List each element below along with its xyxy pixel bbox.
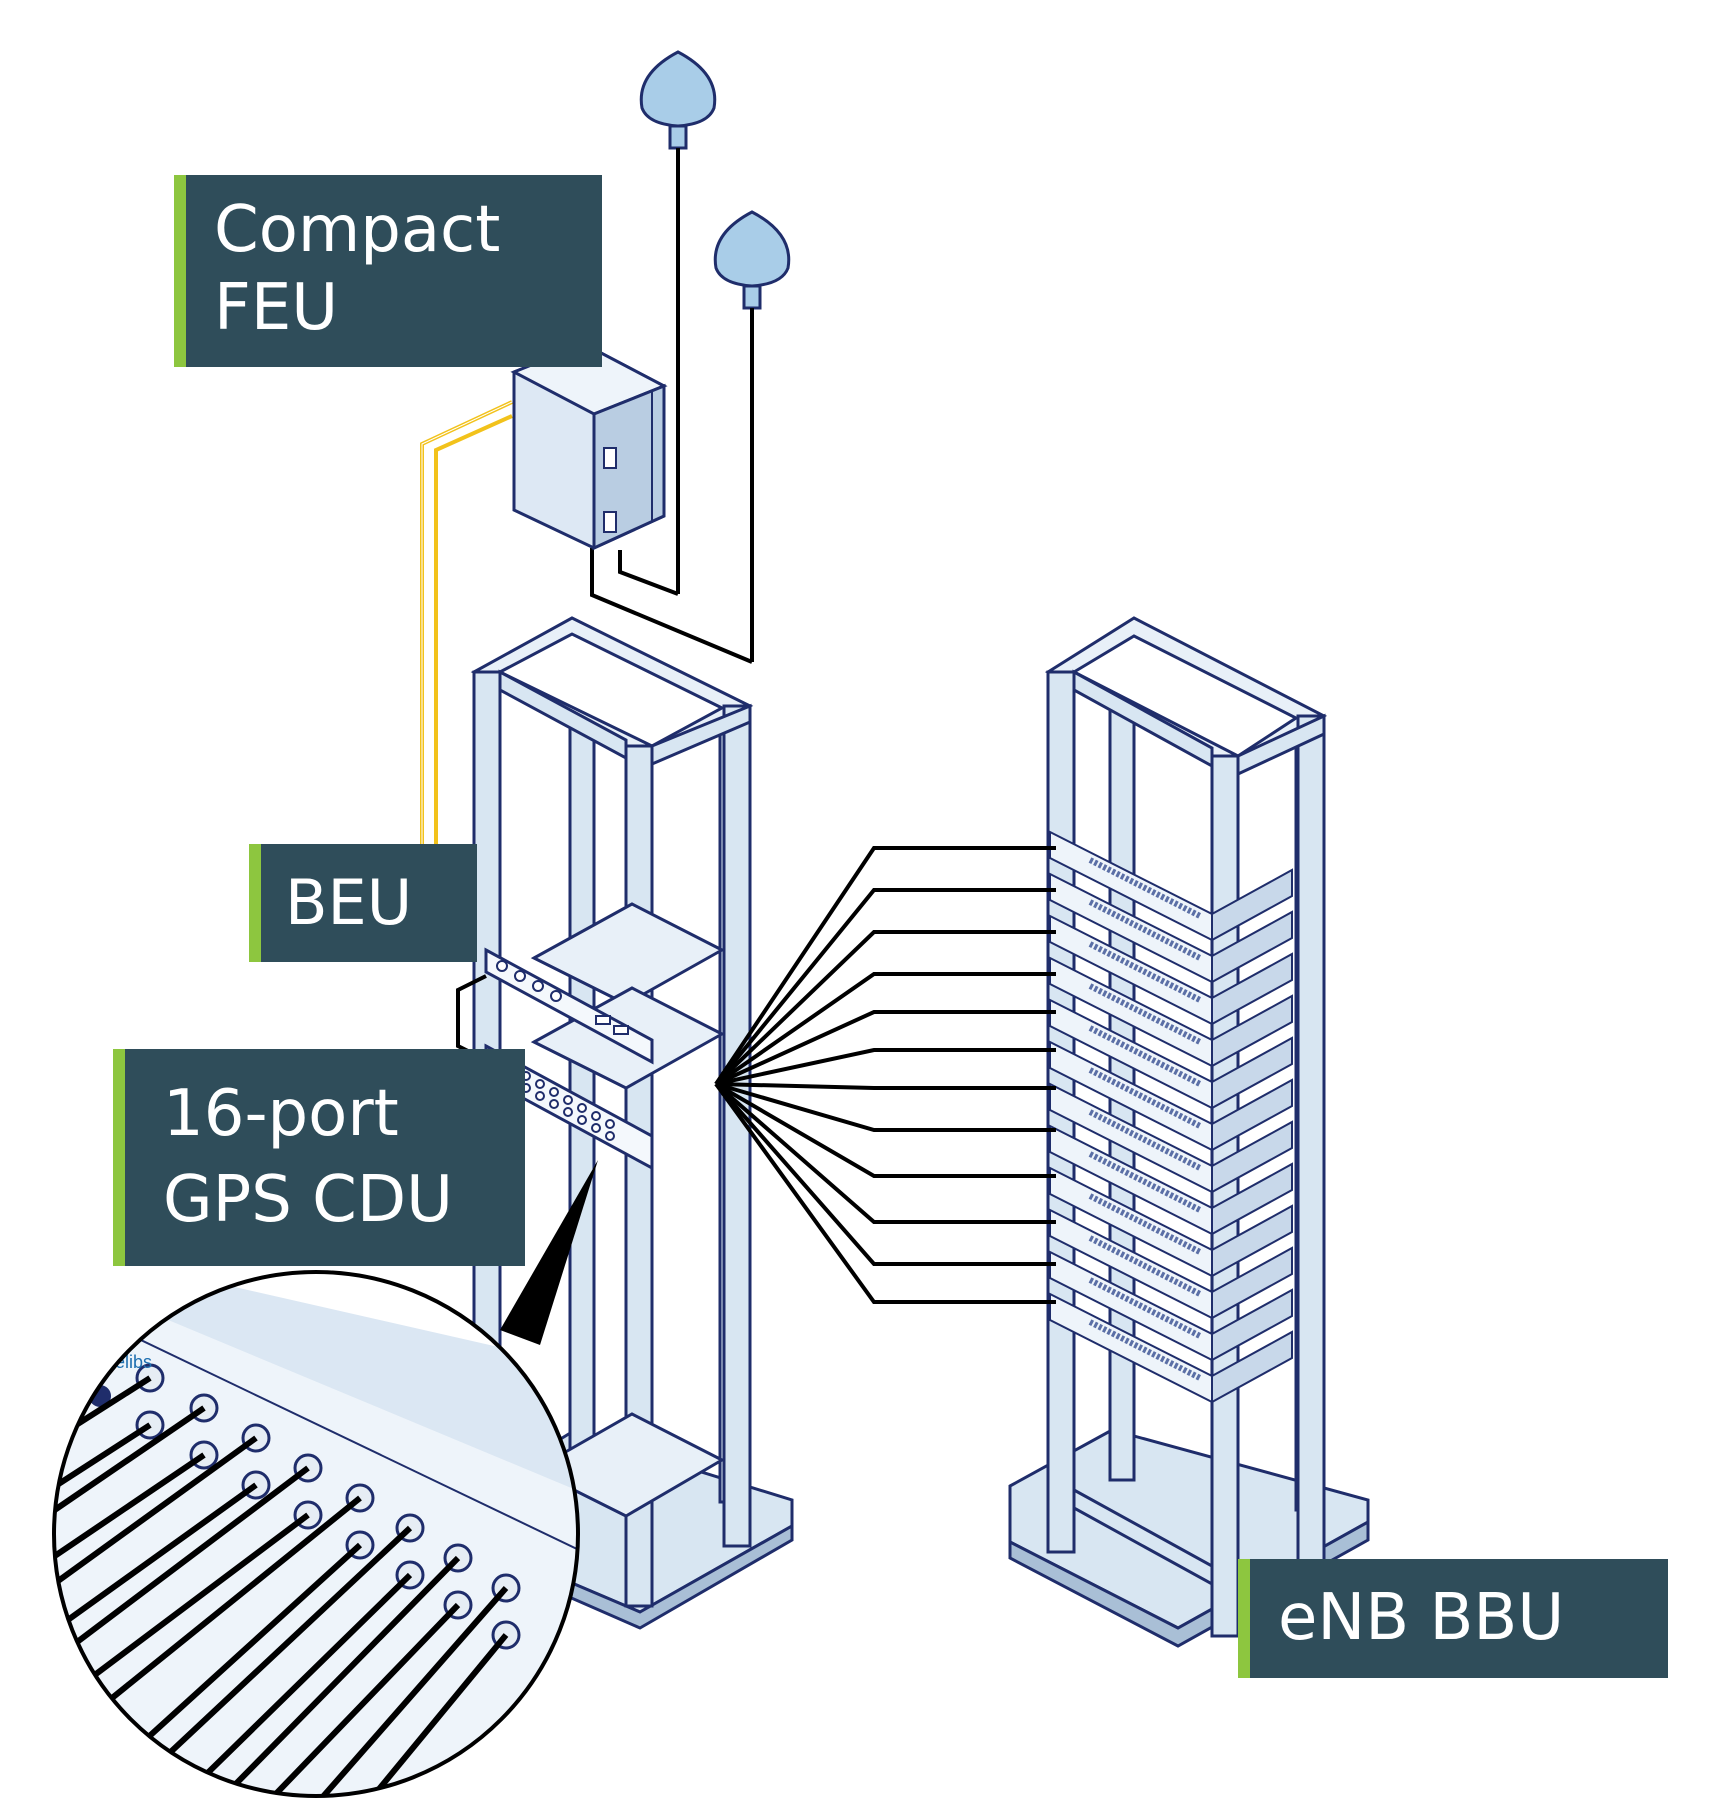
beu-label-text: BEU: [285, 866, 413, 939]
server-icon: [1049, 1250, 1293, 1362]
rf-cables: [714, 846, 1056, 1304]
server-icon: [1049, 1292, 1293, 1404]
compact-feu-label-line2: FEU: [214, 271, 339, 345]
enclosure-icon: [510, 342, 668, 551]
enb-bbu-label-text: eNB BBU: [1278, 1581, 1565, 1655]
server-icon: [1049, 998, 1293, 1110]
server-icon: [1049, 1166, 1293, 1278]
enb-bbu-label: eNB BBU: [1238, 1559, 1668, 1678]
beu-label: BEU: [249, 844, 477, 962]
compact-feu-label-line1: Compact: [214, 193, 501, 267]
beu-unit: [484, 947, 654, 1065]
gps-cdu-label: 16-port GPS CDU: [113, 1049, 525, 1266]
server-icon: [1049, 1124, 1293, 1236]
magnifier-callout-icon: telibs: [52, 1160, 598, 1798]
gps-antenna-icon: [713, 210, 791, 662]
gps-cdu-label-line2: GPS CDU: [163, 1163, 453, 1237]
gps-cdu-label-line1: 16-port: [163, 1077, 399, 1151]
server-icon: [1049, 1082, 1293, 1194]
server-stack: [1049, 830, 1293, 1404]
gps-antenna-icon: [639, 50, 717, 594]
server-icon: [1049, 914, 1293, 1026]
server-icon: [1049, 956, 1293, 1068]
server-icon: [1049, 830, 1293, 942]
server-icon: [1049, 1040, 1293, 1152]
server-icon: [1049, 1208, 1293, 1320]
server-icon: [1049, 872, 1293, 984]
compact-feu-label: Compact FEU: [174, 175, 602, 367]
